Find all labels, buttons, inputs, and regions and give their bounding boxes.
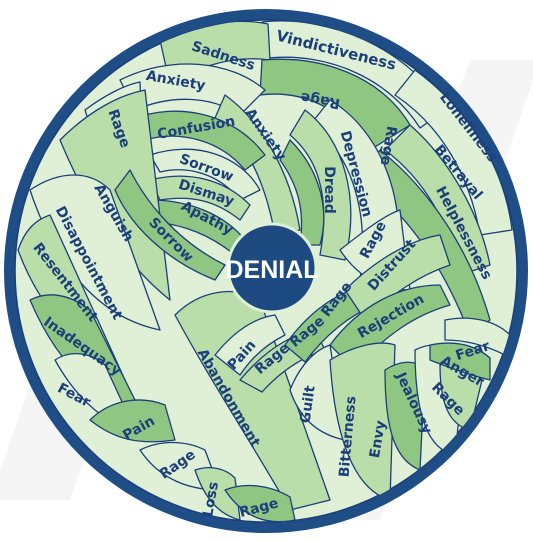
center-label: DENIAL: [225, 256, 318, 284]
emotion-label: Rage: [299, 89, 341, 112]
petal-dismay: [149, 175, 251, 221]
petal-sorrow-top: [149, 148, 261, 201]
petal-confusion: [129, 110, 266, 171]
petal-pain-center: [214, 314, 286, 376]
petal-sorrow-left: [114, 169, 226, 281]
emotion-label: Guilt: [297, 384, 318, 424]
petal-pain-left: [89, 399, 176, 443]
emotion-label: Loss: [200, 481, 222, 518]
petal-loneliness: [394, 69, 513, 236]
petal-rage-bottom2: [224, 484, 296, 522]
emotion-label: Dread: [321, 166, 337, 214]
emotion-label: Envy: [367, 419, 389, 459]
center-hub: [226, 222, 318, 314]
petal-layer: [17, 20, 513, 522]
emotion-label: Rage: [377, 125, 400, 167]
petal-loss: [194, 467, 241, 521]
petal-anger: [429, 342, 491, 381]
emotion-label: Bitterness: [336, 395, 359, 477]
petal-depression: [289, 109, 352, 261]
